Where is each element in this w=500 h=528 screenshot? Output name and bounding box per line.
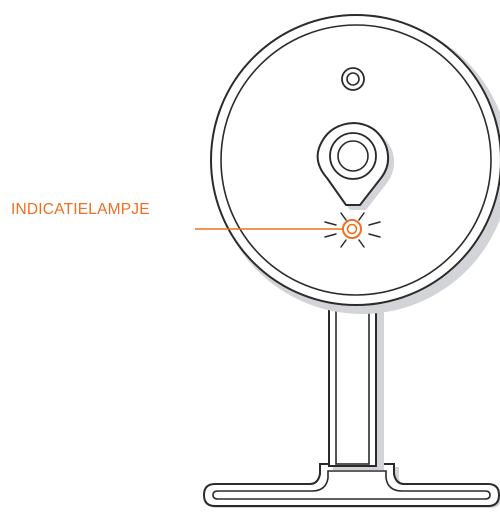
indicator-light-label: INDICATIELAMPJE bbox=[11, 201, 150, 218]
indicator-light-icon bbox=[324, 212, 381, 248]
camera-stem bbox=[328, 277, 384, 470]
indicator-rays bbox=[324, 212, 381, 248]
lens-glass bbox=[337, 140, 369, 172]
base-outline bbox=[202, 463, 500, 507]
base-inner-outline bbox=[212, 470, 491, 500]
camera-lens-icon bbox=[316, 121, 395, 210]
sensor-icon bbox=[341, 67, 365, 91]
camera-base bbox=[202, 463, 500, 508]
indicator-inner bbox=[346, 223, 358, 235]
